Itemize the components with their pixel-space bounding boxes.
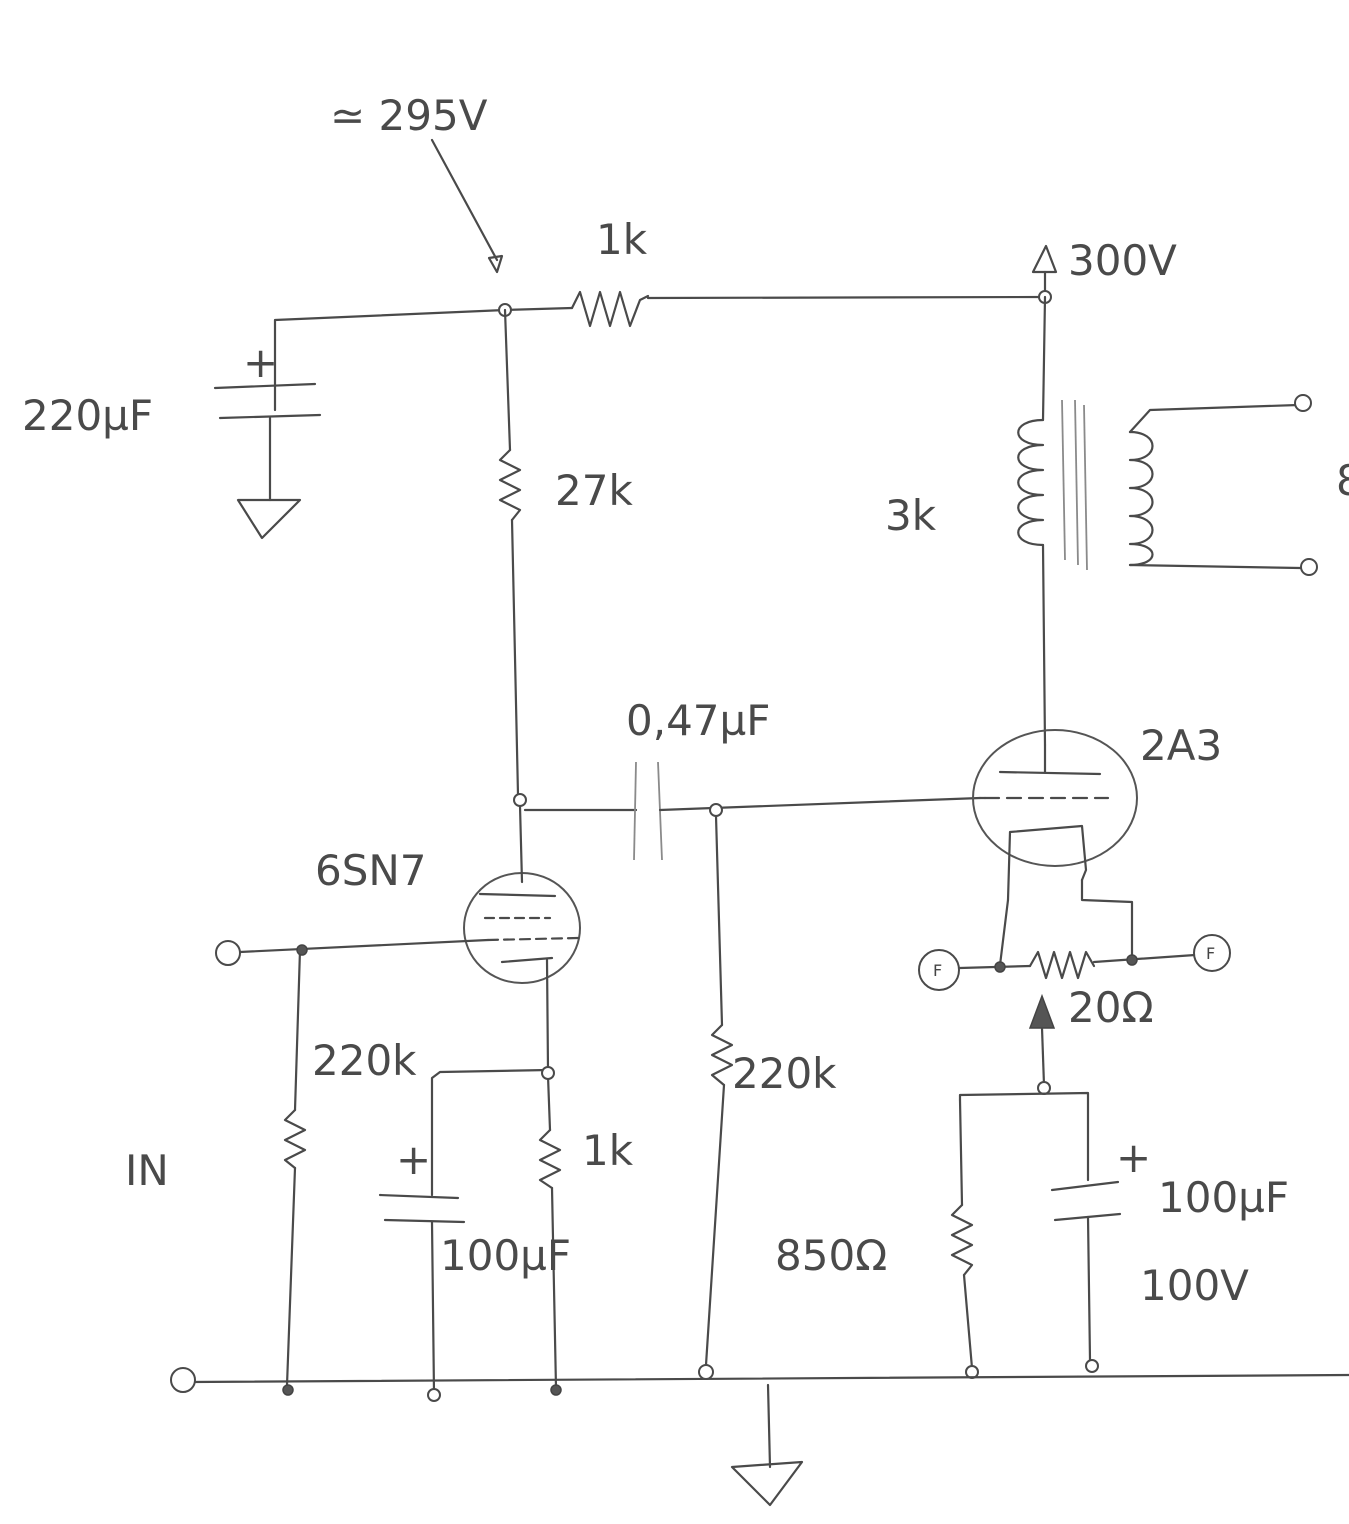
driver-cathode-resistor <box>538 1128 562 1190</box>
power-grid-resistor <box>704 814 734 1367</box>
label-driver-cathode-resistor: 1k <box>582 1126 634 1175</box>
voltage-node-arrow <box>430 138 504 274</box>
anode-resistor-27k <box>498 308 522 797</box>
label-power-cathode-resistor: 850Ω <box>775 1231 887 1280</box>
driver-cathode-network <box>378 1068 562 1395</box>
node-driver-anode <box>513 793 527 807</box>
label-power-cathode-cap: 100µF <box>1158 1173 1289 1222</box>
label-series-resistor: 1k <box>596 215 648 264</box>
power-tube-2a3 <box>972 729 1138 967</box>
label-supply-cap: 220µF <box>22 391 153 440</box>
output-transformer <box>1017 295 1302 747</box>
output-terminal-bottom <box>1300 558 1318 576</box>
label-coupling-cap: 0,47µF <box>626 696 770 745</box>
plus-mark-driver-cap: + <box>396 1135 431 1184</box>
label-driver-cathode-cap: 100µF <box>440 1231 571 1280</box>
power-cathode-network <box>950 1091 1122 1370</box>
label-filament-right: F <box>1206 944 1215 963</box>
label-hum-pot: 20Ω <box>1068 983 1154 1032</box>
input-grid-wiring <box>238 938 490 1387</box>
series-resistor-1k <box>570 290 650 328</box>
label-transformer: 3k <box>885 491 937 540</box>
plus-mark-supply-cap: + <box>243 338 278 387</box>
output-terminal-top <box>1294 394 1312 412</box>
label-voltage-node: ≃ 295V <box>330 91 488 140</box>
label-power-tube: 2A3 <box>1140 721 1222 770</box>
label-input: IN <box>125 1146 169 1195</box>
input-terminal-bottom <box>170 1367 196 1393</box>
label-driver-tube: 6SN7 <box>315 846 427 895</box>
label-power-cathode-cap-voltage: 100V <box>1140 1261 1249 1310</box>
label-anode-resistor: 27k <box>555 466 633 515</box>
supply-arrow <box>1031 244 1058 299</box>
label-filament-left: F <box>933 961 942 980</box>
driver-tube-6sn7 <box>463 804 581 1072</box>
label-power-grid-resistor: 220k <box>732 1049 837 1098</box>
coupling-capacitor <box>523 761 982 861</box>
ground-rail <box>188 1373 1349 1507</box>
plus-mark-power-cap: + <box>1116 1133 1151 1182</box>
cathode-resistor-850 <box>950 1203 974 1277</box>
label-input-grid-resistor: 220k <box>312 1036 417 1085</box>
supply-capacitor <box>213 382 322 540</box>
input-terminal-top <box>215 940 241 966</box>
node-power-grid <box>709 803 723 817</box>
filament-terminal-left <box>918 949 960 991</box>
filament-hum-pot <box>958 950 1197 1087</box>
label-output-tap: 8 <box>1336 456 1349 505</box>
filament-terminal-right <box>1193 934 1231 972</box>
label-supply-voltage: 300V <box>1068 236 1177 285</box>
b-plus-rail <box>273 290 1047 412</box>
input-grid-resistor <box>283 1108 307 1170</box>
